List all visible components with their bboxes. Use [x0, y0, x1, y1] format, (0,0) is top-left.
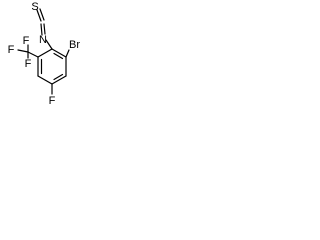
ring-bond-c4-c5 — [37, 75, 53, 85]
cf3-f-left-bond — [17, 49, 29, 53]
c-s-double-bond-b — [39, 8, 45, 21]
atom-label-cf3-fluorine-bottom: F — [25, 58, 32, 70]
ring-bond-c6-c1 — [37, 48, 53, 58]
c-s-double-bond-a — [36, 9, 42, 22]
atom-label-nitrogen: N — [39, 34, 47, 46]
aromatic-inner-bond-2 — [53, 73, 64, 81]
atom-label-bromine: Br — [69, 39, 80, 51]
atom-label-ring-fluorine: F — [49, 95, 56, 107]
c-n-bond — [45, 39, 53, 50]
atom-labels: S N Br F F F F — [8, 1, 81, 107]
atom-label-sulfur: S — [31, 1, 38, 13]
atom-label-cf3-fluorine-top: F — [23, 35, 30, 47]
c-br-bond — [65, 49, 70, 58]
n-c-double-bond-a — [40, 23, 43, 36]
bonds — [17, 8, 70, 95]
aromatic-inner-bond-1 — [53, 52, 64, 60]
atom-label-cf3-fluorine-left: F — [8, 44, 15, 56]
chemical-structure: S N Br F F F F — [8, 1, 81, 107]
ring-bond-c3-c4 — [51, 75, 67, 85]
ring-bond-c1-c2 — [51, 48, 67, 58]
n-c-double-bond-b — [43, 23, 46, 35]
c-cf3-bond — [27, 51, 39, 58]
